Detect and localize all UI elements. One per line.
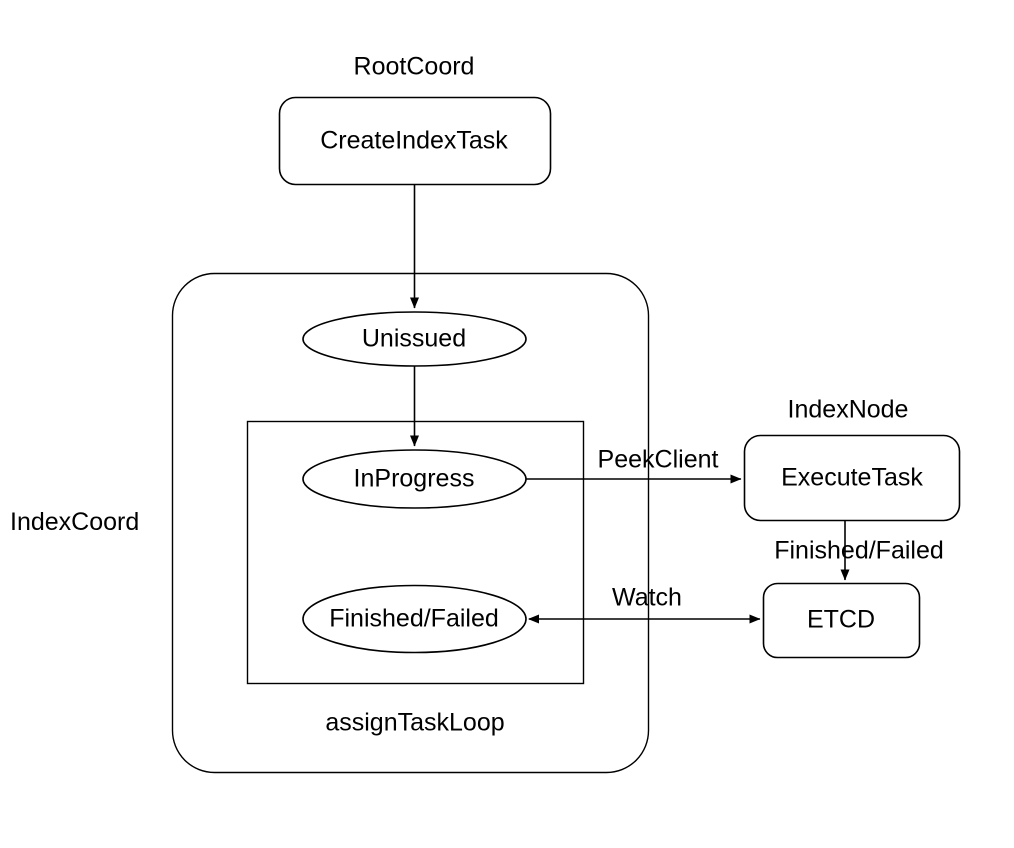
index-node-label: IndexNode [787,395,909,424]
root-coord-label: RootCoord [353,52,475,81]
finished-failed-ellipse[interactable] [302,584,527,654]
in-progress-label[interactable]: InProgress [353,464,475,493]
create-index-task-label[interactable]: CreateIndexTask [320,126,508,155]
watch-edge-label: Watch [612,583,682,612]
finished-failed-label[interactable]: Finished/Failed [329,604,499,633]
unissued-label[interactable]: Unissued [361,324,467,353]
assign-task-loop-container [246,420,585,685]
finished-failed-edge-label: Finished/Failed [774,536,944,565]
assign-task-loop-label: assignTaskLoop [325,708,505,737]
execute-task-label[interactable]: ExecuteTask [781,463,923,492]
index-coord-container [171,272,650,774]
peek-client-edge-label: PeekClient [597,445,719,474]
etcd-label[interactable]: ETCD [806,605,876,634]
index-coord-label: IndexCoord [10,508,140,536]
execute-task-box[interactable] [743,434,961,522]
etcd-box[interactable] [762,582,921,659]
